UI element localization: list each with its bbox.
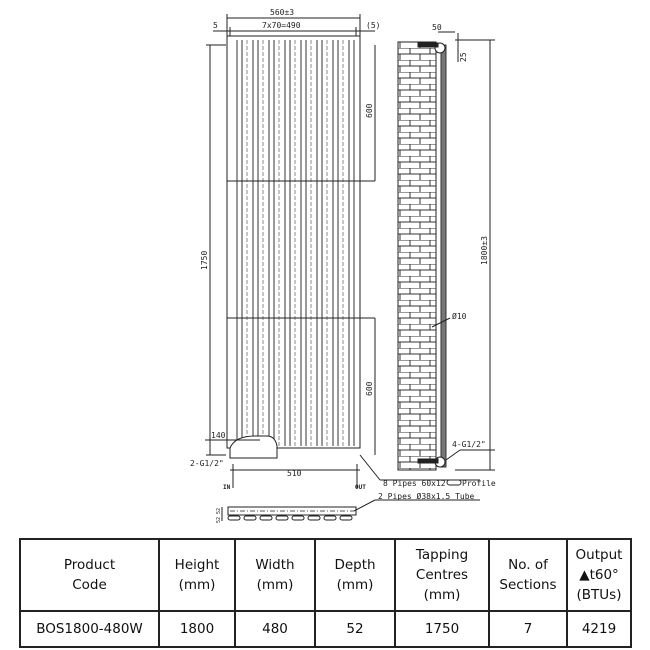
header-height: Height(mm) [158,538,236,612]
right-offset-dim: (5) [366,21,380,30]
pipes-tube-callout: 2 Pipes Ø38x1.5 Tube [378,491,475,501]
side-view [397,31,495,471]
cell-sections: 7 [488,610,568,648]
cell-output: 4219 [566,610,632,648]
header-width: Width(mm) [234,538,316,612]
cell-height: 1800 [158,610,236,648]
lower-bracket-dim: 600 [365,381,374,396]
inlet-label: IN [223,484,231,491]
front-view [205,14,480,488]
plan-depth-top: 52 [216,508,222,514]
cell-tapping-centres: 1750 [394,610,490,648]
plan-depth-bottom: 52 [216,517,222,523]
pipe-spacing-dim: 7x70=490 [262,21,301,30]
cell-product-code: BOS1800-480W [19,610,160,648]
plan-view [221,499,480,521]
pipes-profile-callout: 8 Pipes 60x12 [383,479,446,488]
wall-gap-dim: 50 [432,23,442,32]
outlet-label: OUT [355,484,366,491]
header-output: Output▲t60° (BTUs) [566,538,632,612]
height-centres-dim: 1750 [200,251,209,270]
header-depth: Depth(mm) [314,538,396,612]
bottom-width-dim: 510 [287,469,302,478]
top-offset-dim: 25 [459,52,468,62]
rod-diameter-dim: Ø10 [452,311,467,321]
left-offset-dim: 5 [213,21,218,30]
profile-label: Profile [462,479,496,488]
connection-right-label: 4-G1/2" [452,440,486,449]
connection-left-label: 2-G1/2" [190,459,224,468]
cell-depth: 52 [314,610,396,648]
overall-width-dim: 560±3 [270,8,294,17]
cell-width: 480 [234,610,316,648]
table-row: BOS1800-480W 1800 480 52 1750 7 4219 [19,610,632,648]
radiator-technical-drawing: 560±3 7x70=490 5 (5) 1750 600 600 140 2-… [190,8,496,523]
upper-bracket-dim: 600 [365,103,374,118]
inlet-offset-dim: 140 [211,431,226,440]
overall-height-dim: 1800±3 [480,236,489,265]
